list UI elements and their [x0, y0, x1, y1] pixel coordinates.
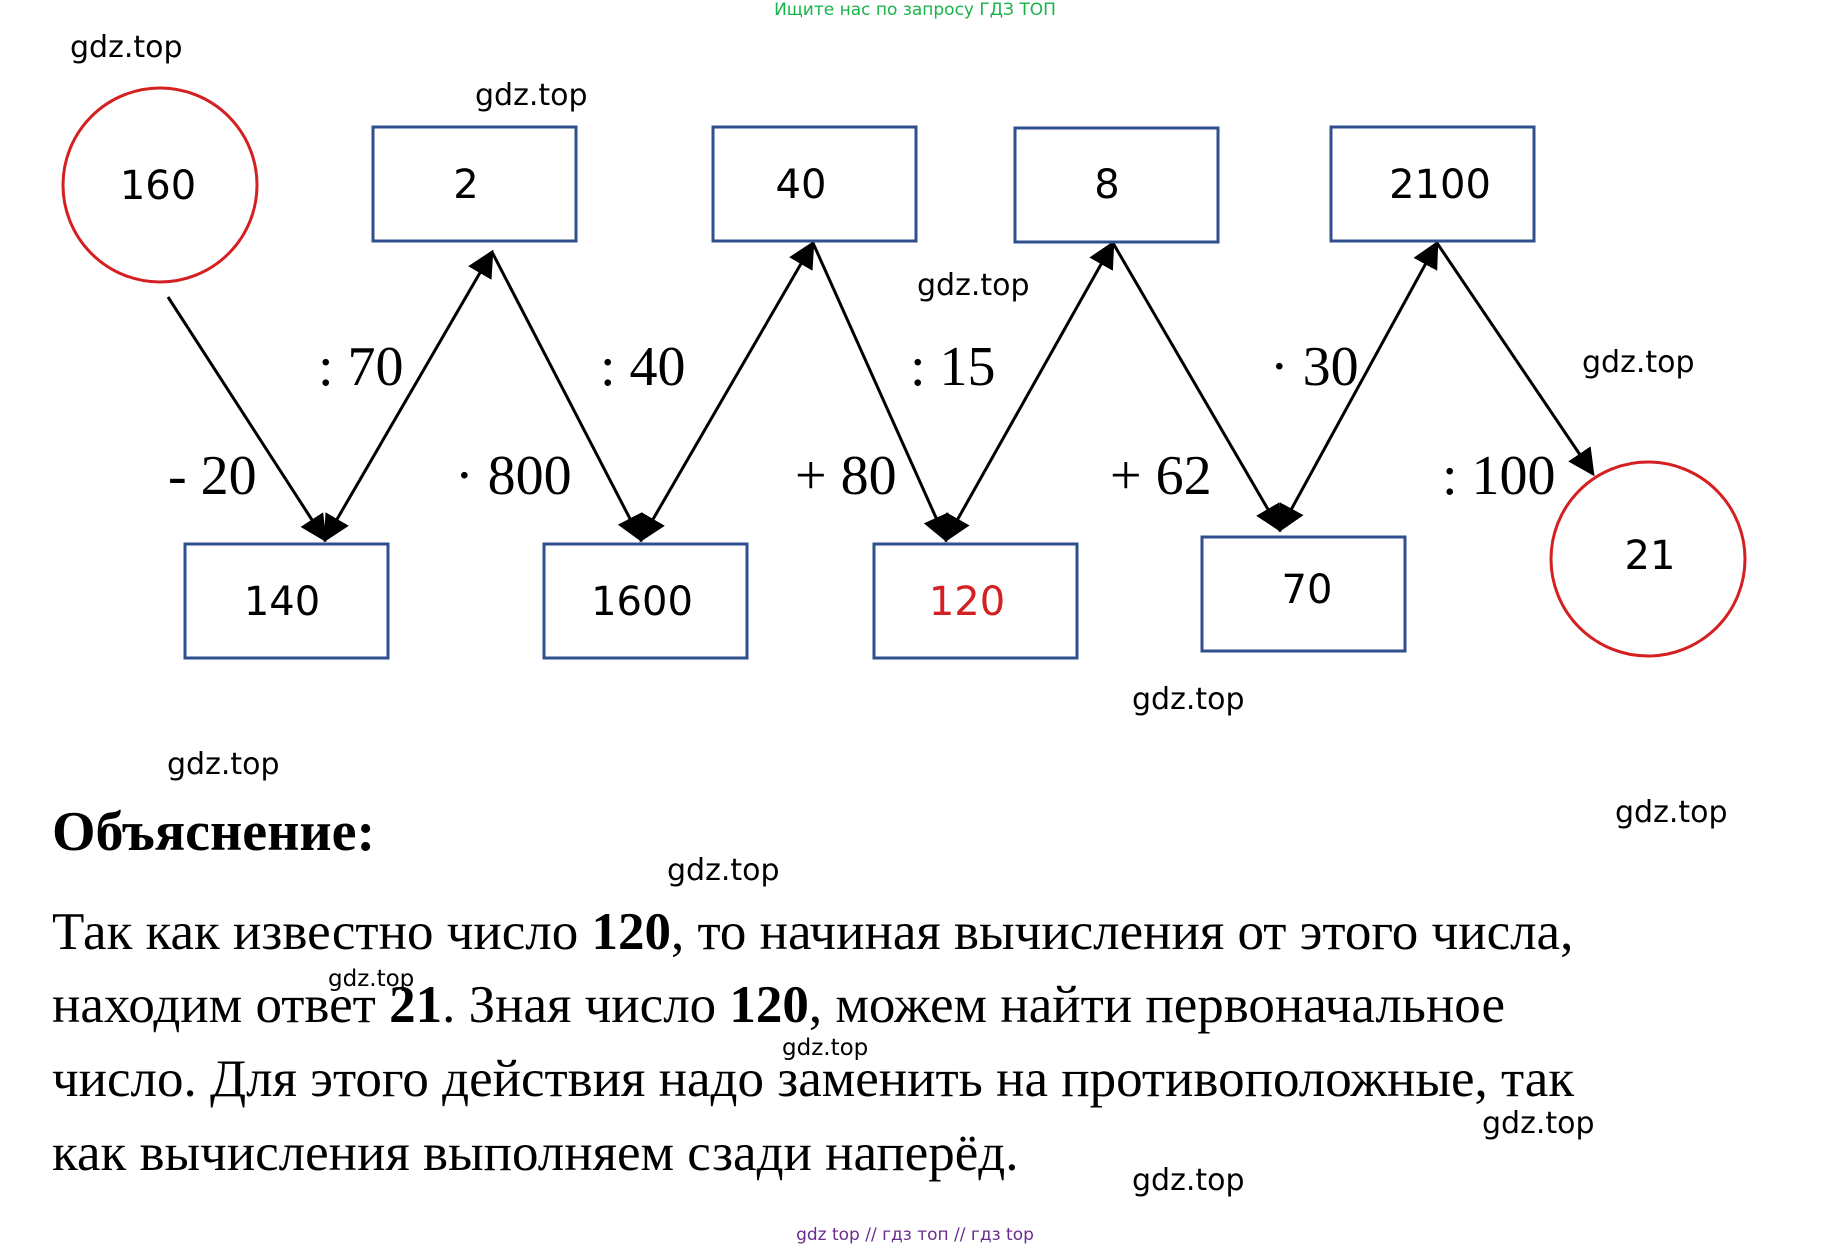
- op-plus-80: + 80: [795, 445, 897, 507]
- bottom-node-2-value: 1600: [591, 579, 693, 625]
- explanation-line-2: находим ответ 21. Зная число 120, можем …: [52, 975, 1505, 1035]
- bottom-node-3-known: 120: [872, 542, 1079, 660]
- arrow-start-to-140: [166, 296, 327, 543]
- op-div-100: : 100: [1442, 445, 1556, 507]
- text-fragment: Так как известно число: [52, 903, 592, 961]
- bottom-node-1: 140: [183, 542, 390, 660]
- search-banner: Ищите нас по запросу ГДЗ ТОП: [0, 0, 1830, 20]
- watermark: gdz.top: [1132, 682, 1245, 717]
- watermark: gdz.top: [1482, 1106, 1595, 1141]
- end-node: 21: [1549, 460, 1747, 658]
- watermark: gdz.top: [1132, 1163, 1245, 1198]
- arrow-2100-to-end: [1435, 242, 1595, 477]
- top-node-3-value: 8: [1094, 162, 1119, 208]
- calculation-chain-diagram: 160 2 40 8 2100 140 1600 120 70 21 - 20 …: [61, 86, 1747, 660]
- text-fragment: . Зная число: [442, 976, 730, 1034]
- explanation-line-3: число. Для этого действия надо заменить …: [52, 1050, 1575, 1108]
- footer-watermark: gdz top // гдз топ // гдз top: [0, 1225, 1830, 1245]
- explanation-line-1: Так как известно число 120, то начиная в…: [52, 902, 1573, 962]
- arrows: [166, 240, 1595, 543]
- bottom-node-2: 1600: [542, 542, 749, 660]
- arrow-8-to-70: [1111, 242, 1282, 533]
- watermark: gdz.top: [1582, 345, 1695, 380]
- arrow-140-to-2: [323, 249, 494, 543]
- start-value: 160: [120, 163, 196, 209]
- top-node-4: 2100: [1329, 125, 1536, 243]
- watermark: gdz.top: [328, 966, 415, 992]
- top-node-3: 8: [1013, 126, 1220, 244]
- op-div-70: : 70: [318, 336, 404, 398]
- footer-text: gdz top // гдз топ // гдз top: [796, 1225, 1034, 1245]
- watermark: gdz.top: [917, 268, 1030, 303]
- watermark: gdz.top: [1615, 795, 1728, 830]
- text-fragment: , то начиная вычисления от этого числа,: [670, 903, 1574, 961]
- top-node-2: 40: [711, 125, 918, 243]
- start-node: 160: [61, 86, 259, 284]
- arrow-70-to-2100: [1278, 240, 1439, 533]
- text-fragment: находим ответ: [52, 976, 390, 1034]
- top-node-1-value: 2: [453, 162, 478, 208]
- top-node-4-value: 2100: [1389, 162, 1491, 208]
- arrow-1600-to-40: [639, 240, 815, 543]
- op-mul-30: · 30: [1270, 336, 1359, 398]
- top-node-2-value: 40: [776, 162, 827, 208]
- emphasis-number: 120: [591, 903, 671, 961]
- op-minus-20: - 20: [168, 445, 257, 507]
- bottom-node-3-value: 120: [929, 579, 1005, 625]
- watermark: gdz.top: [782, 1035, 869, 1061]
- watermark: gdz.top: [70, 30, 183, 65]
- watermark: gdz.top: [475, 78, 588, 113]
- banner-text: Ищите нас по запросу ГДЗ ТОП: [774, 0, 1056, 20]
- op-div-40: : 40: [600, 336, 686, 398]
- end-value: 21: [1625, 533, 1676, 579]
- top-node-1: 2: [371, 125, 578, 243]
- emphasis-number: 21: [389, 976, 443, 1034]
- op-div-15: : 15: [910, 336, 996, 398]
- explanation-heading: Объяснение:: [52, 801, 376, 863]
- bottom-node-4: 70: [1200, 535, 1407, 653]
- op-mul-800: · 800: [455, 445, 572, 507]
- arrow-40-to-120: [811, 242, 949, 543]
- explanation-line-4: как вычисления выполняем сзади наперёд.: [52, 1124, 1019, 1182]
- text-fragment: , можем найти первоначальное: [808, 976, 1505, 1034]
- watermark: gdz.top: [167, 747, 280, 782]
- arrow-120-to-8: [944, 240, 1115, 543]
- bottom-node-4-value: 70: [1282, 567, 1333, 613]
- op-plus-62: + 62: [1110, 445, 1212, 507]
- arrow-2-to-1600: [490, 251, 643, 543]
- emphasis-number: 120: [729, 976, 809, 1034]
- watermark: gdz.top: [667, 853, 780, 888]
- bottom-node-1-value: 140: [244, 579, 320, 625]
